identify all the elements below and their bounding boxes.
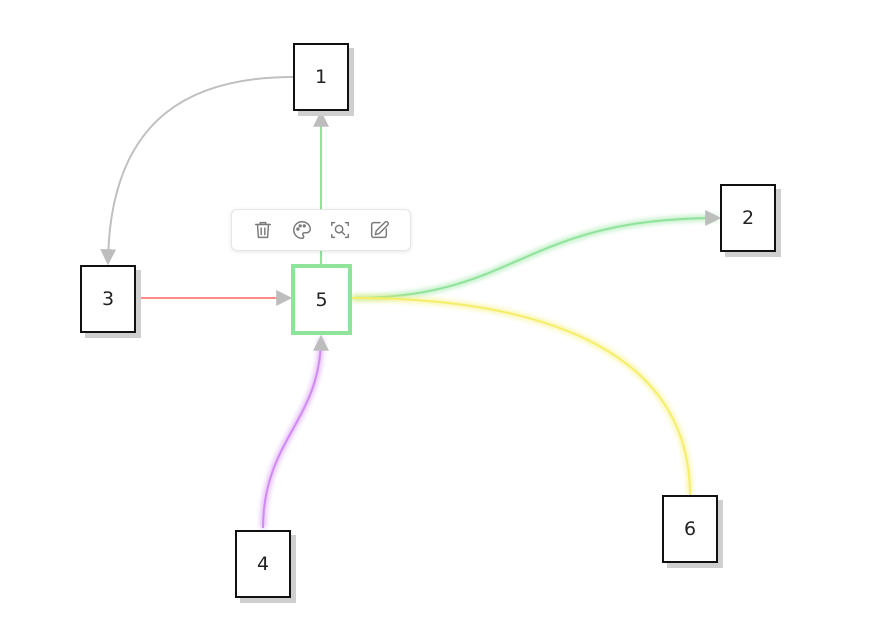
edge-glow-4-5: [260, 337, 324, 529]
edge-glow-5-6: [351, 295, 693, 496]
color-button[interactable]: [288, 216, 316, 244]
edge-5-2[interactable]: [351, 210, 722, 299]
zoom-to-node-button[interactable]: [326, 216, 354, 244]
node-1[interactable]: 1: [293, 43, 349, 111]
node-toolbar: [231, 209, 411, 251]
node-3[interactable]: 3: [80, 265, 136, 333]
edit-icon: [370, 220, 389, 239]
palette-icon: [292, 221, 311, 239]
zoom-fit-icon: [331, 221, 350, 239]
edge-5-6[interactable]: [351, 297, 691, 496]
node-5-selected[interactable]: 5: [291, 264, 352, 335]
node-2[interactable]: 2: [720, 184, 776, 252]
edit-button[interactable]: [365, 216, 393, 244]
delete-button[interactable]: [249, 216, 277, 244]
trash-icon: [255, 221, 272, 239]
node-6[interactable]: 6: [662, 495, 718, 563]
node-4[interactable]: 4: [235, 530, 291, 598]
edge-4-5[interactable]: [262, 334, 329, 529]
edge-1-3[interactable]: [100, 76, 294, 266]
